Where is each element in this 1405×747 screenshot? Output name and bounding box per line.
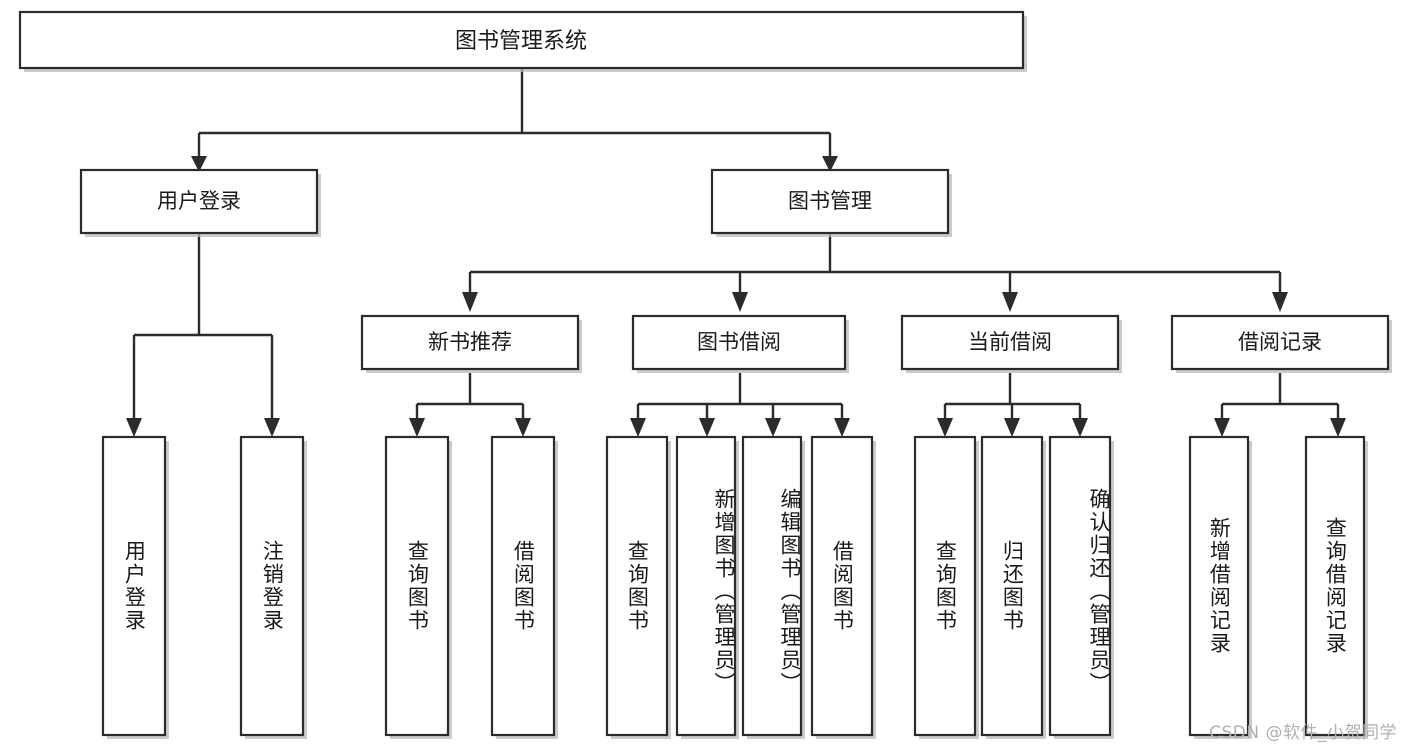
node-book-manage-label: 图书管理 xyxy=(788,189,872,213)
arrow-head-leaf-query-book-3 xyxy=(937,418,953,437)
node-new-book-recommend-label: 新书推荐 xyxy=(428,330,512,354)
arrow-head-leaf-return-book xyxy=(1004,418,1020,437)
arrow-head-leaf-add-book xyxy=(699,418,715,437)
arrow-head-leaf-add-record xyxy=(1214,418,1230,437)
node-user-login-box[interactable] xyxy=(79,168,319,235)
node-current-borrow-label: 当前借阅 xyxy=(968,330,1052,354)
node-borrow-record-label: 借阅记录 xyxy=(1238,330,1322,354)
arrow-head-new-book-recommend xyxy=(462,292,478,312)
node-leaf-query-book-1-box[interactable] xyxy=(384,435,450,737)
arrow-head-borrow-record xyxy=(1272,292,1288,312)
node-user-login-label: 用户登录 xyxy=(157,189,241,213)
arrow-head-current-borrow xyxy=(1002,292,1018,312)
csdn-watermark: CSDN @软件_小贺同学 xyxy=(1209,723,1397,743)
node-leaf-user-login-box[interactable] xyxy=(101,435,167,737)
arrow-head-leaf-query-record xyxy=(1330,418,1346,437)
node-new-book-recommend-box[interactable] xyxy=(360,314,580,371)
node-book-manage-box[interactable] xyxy=(710,168,950,235)
node-leaf-query-book-2-box[interactable] xyxy=(605,435,669,737)
node-root-label: 图书管理系统 xyxy=(455,29,587,54)
node-leaf-return-book-box[interactable] xyxy=(980,435,1044,737)
node-leaf-query-book-3-box[interactable] xyxy=(913,435,977,737)
node-leaf-logout-box[interactable] xyxy=(239,435,305,737)
node-leaf-borrow-book-1-box[interactable] xyxy=(490,435,556,737)
arrow-head-leaf-borrow-book-2 xyxy=(834,418,850,437)
node-borrow-record-box[interactable] xyxy=(1170,314,1390,371)
arrow-head-leaf-confirm-return xyxy=(1072,418,1088,437)
node-leaf-edit-book-box[interactable] xyxy=(741,435,803,737)
node-book-borrow-label: 图书借阅 xyxy=(697,330,781,354)
node-leaf-query-record-box[interactable] xyxy=(1304,435,1366,737)
arrow-head-user-login xyxy=(191,156,207,172)
node-book-borrow-box[interactable] xyxy=(631,314,847,371)
arrow-head-leaf-query-book-2 xyxy=(630,418,646,437)
arrow-head-leaf-borrow-book-1 xyxy=(515,418,531,437)
arrow-head-leaf-edit-book xyxy=(765,418,781,437)
node-layer: 图书管理系统 用户登录 图书管理 新书推荐 图书借阅 当前借阅 借阅记录 xyxy=(18,10,1392,739)
node-leaf-confirm-return-box[interactable] xyxy=(1048,435,1112,737)
node-leaf-add-record-box[interactable] xyxy=(1188,435,1250,737)
edge-layer xyxy=(126,68,1346,437)
node-current-borrow-box[interactable] xyxy=(900,314,1120,371)
arrow-head-leaf-query-book-1 xyxy=(409,418,425,437)
node-root-box[interactable] xyxy=(18,10,1025,70)
arrow-head-leaf-logout xyxy=(264,418,280,437)
arrow-head-leaf-user-login xyxy=(126,418,142,437)
arrow-head-book-borrow xyxy=(732,292,748,312)
node-leaf-add-book-box[interactable] xyxy=(675,435,737,737)
node-leaf-borrow-book-2-box[interactable] xyxy=(810,435,874,737)
arrow-head-book-manage xyxy=(822,156,838,172)
